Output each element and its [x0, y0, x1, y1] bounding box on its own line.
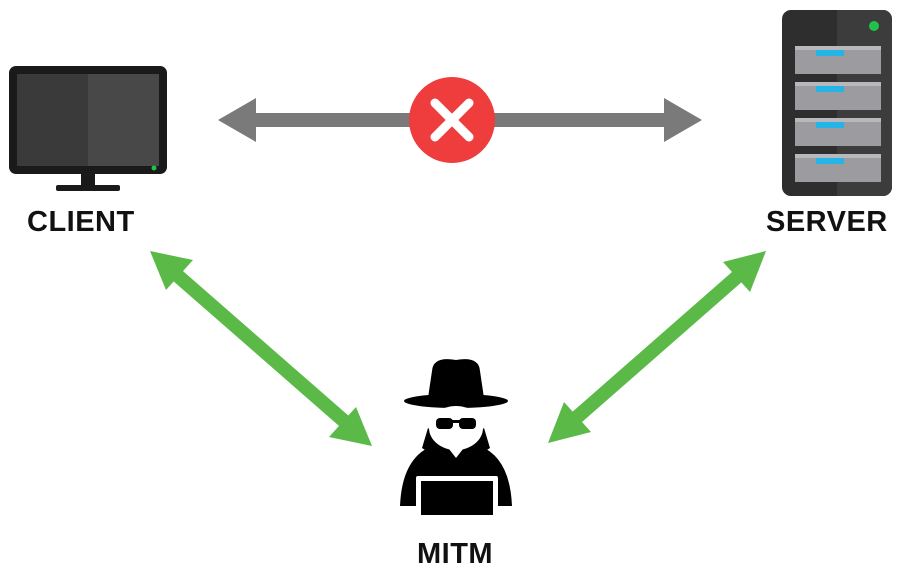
close-icon [409, 77, 495, 163]
server-label: SERVER [766, 206, 888, 238]
server-mitm-arrow [548, 251, 766, 443]
client-label: CLIENT [27, 206, 135, 238]
monitor-icon [9, 66, 167, 191]
mitm-label: MITM [417, 538, 494, 570]
server-icon [782, 10, 892, 196]
hacker-icon [400, 359, 512, 525]
client-mitm-arrow [150, 251, 372, 446]
